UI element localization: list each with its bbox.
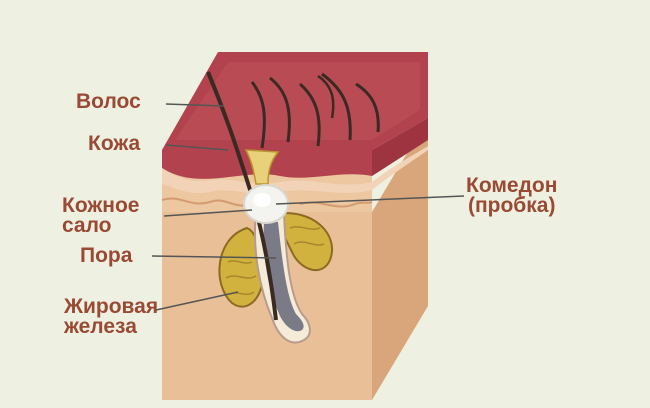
sebum-label-line2: сало [62, 214, 112, 237]
leader-line-skin [165, 144, 229, 151]
hair-strand [269, 76, 291, 143]
pore-label: Пора [80, 244, 133, 267]
gland-label: Жировая железа [64, 295, 159, 338]
comedo-label-line1: Комедон [466, 174, 558, 197]
sebum-channel [244, 149, 280, 185]
comedo-label: Комедон (пробка) [466, 174, 558, 217]
sebum-label-line1: Кожное [62, 194, 140, 217]
hair-strand [250, 81, 266, 149]
leader-line-comedo [275, 195, 465, 205]
gland-label-line2: железа [64, 315, 137, 338]
leader-line-sebum [163, 209, 253, 217]
gland-label-line1: Жировая [64, 295, 159, 318]
sebum-label: Кожное сало [62, 194, 140, 237]
leader-line-gland [155, 291, 239, 311]
skin-block-side [372, 118, 428, 400]
hair-strand [317, 74, 335, 119]
skin-label: Кожа [88, 132, 141, 155]
comedo-label-line2: (пробка) [467, 194, 556, 217]
hair-strand [321, 72, 352, 141]
hair-strand [299, 82, 321, 147]
hair-label: Волос [76, 90, 141, 113]
hair-strand [355, 82, 380, 133]
leader-line-hair [165, 103, 225, 107]
leader-line-pore [151, 255, 277, 259]
